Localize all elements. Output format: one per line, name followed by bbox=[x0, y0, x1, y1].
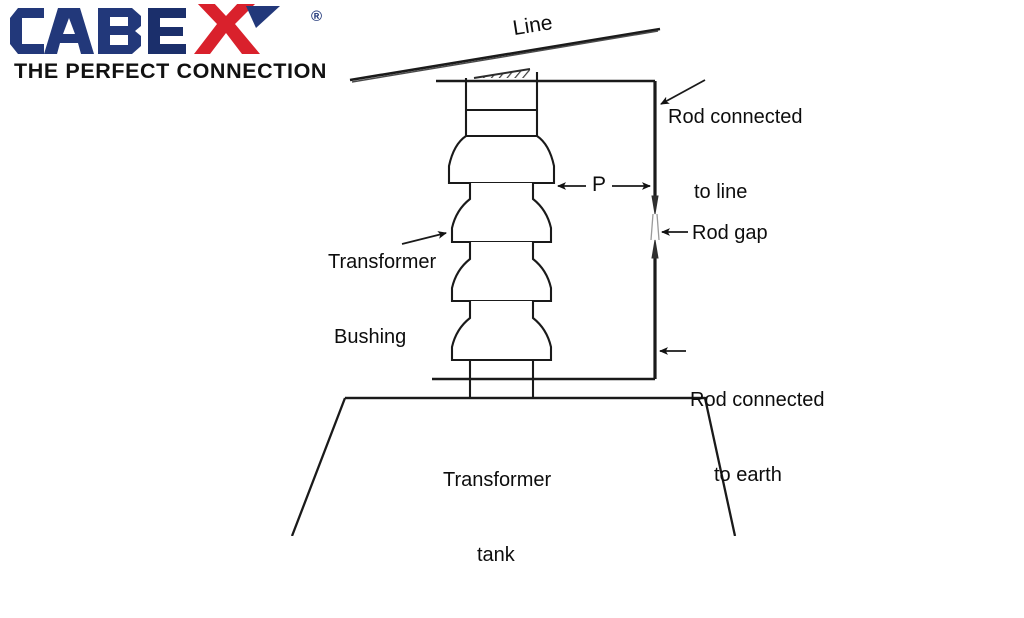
label-transformer-bushing: Transformer Bushing bbox=[328, 200, 436, 400]
bushing-top-cap-edge bbox=[473, 68, 531, 79]
upper-rod-tip bbox=[651, 195, 659, 215]
logo-tagline: THE PERFECT CONNECTION bbox=[14, 59, 328, 83]
label-rod-connected-to-earth-line1: Rod connected bbox=[690, 389, 825, 411]
registered-trademark-icon: ® bbox=[311, 8, 323, 25]
bushing-top-cylinder-sides bbox=[464, 72, 539, 136]
label-transformer-tank-line2: tank bbox=[477, 544, 515, 566]
rod-gap-space bbox=[650, 213, 660, 241]
bushing-shed-2 bbox=[450, 183, 553, 244]
bushing-shed-1 bbox=[447, 134, 556, 185]
logo-letter-b bbox=[98, 8, 141, 54]
logo-letter-x-red bbox=[194, 4, 260, 54]
logo-letter-c bbox=[10, 8, 44, 54]
leader-transformer-bushing bbox=[401, 231, 447, 245]
bushing-shed-4 bbox=[450, 301, 553, 362]
label-transformer-bushing-line1: Transformer bbox=[328, 251, 437, 273]
logo-letter-a bbox=[44, 8, 94, 54]
lower-rod-tip bbox=[651, 239, 659, 259]
logo-letter-e bbox=[148, 8, 186, 54]
diagram-page: ® THE PERFECT CONNECTION bbox=[8, 4, 825, 566]
cabex-logo: ® THE PERFECT CONNECTION bbox=[8, 4, 338, 86]
logo-wordmark-graphic bbox=[10, 4, 280, 54]
label-transformer-tank-line1: Transformer bbox=[443, 469, 552, 491]
overhead-line-shadow bbox=[351, 30, 659, 83]
label-rod-connected-to-line: Rod connected to line bbox=[668, 55, 803, 255]
rod-gap-diagram bbox=[290, 27, 737, 536]
label-transformer-tank: Transformer tank bbox=[443, 418, 551, 618]
label-rod-connected-to-earth: Rod connected to earth bbox=[690, 338, 825, 538]
label-rod-connected-to-earth-line2: to earth bbox=[714, 464, 782, 486]
label-rod-connected-to-line-line1: Rod connected bbox=[668, 106, 803, 128]
leader-rod-connected-to-line bbox=[660, 79, 706, 105]
label-transformer-bushing-line2: Bushing bbox=[334, 326, 407, 348]
label-rod-connected-to-line-line2: to line bbox=[694, 181, 748, 203]
overhead-line bbox=[349, 27, 661, 82]
label-rod-gap: Rod gap bbox=[692, 222, 768, 244]
dimension-p-label-backdrop bbox=[586, 173, 612, 199]
label-gap-dimension-p: P bbox=[592, 173, 607, 196]
logo-letter-x-blue-wedge bbox=[246, 6, 280, 28]
bushing-shed-3 bbox=[450, 242, 553, 303]
